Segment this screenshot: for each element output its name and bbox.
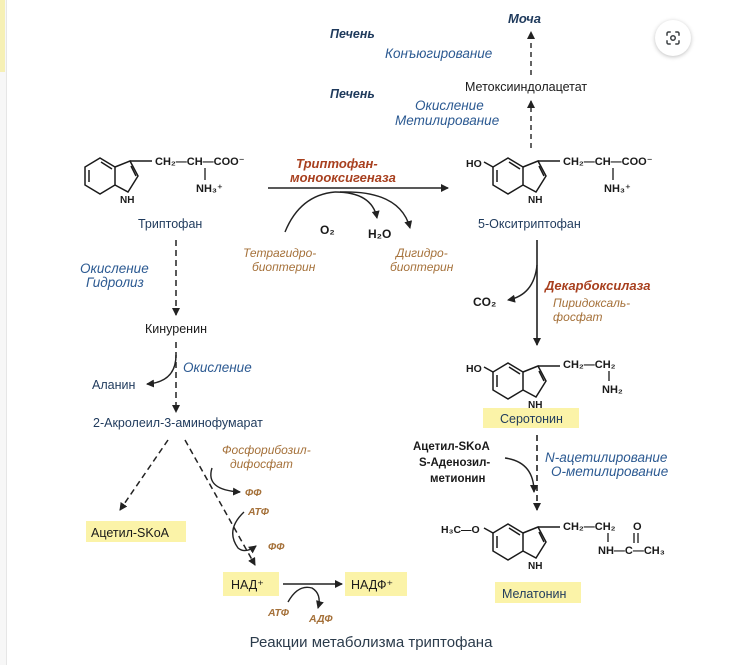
decarboxylase-enzyme: Декарбоксилаза bbox=[544, 278, 650, 293]
nad-dashed-arrow bbox=[184, 439, 256, 566]
acetyl-donor-line2: S-Аденозил- bbox=[419, 457, 490, 469]
hydroxylase-curve-right bbox=[334, 191, 380, 219]
serotonin-amine: NH₂ bbox=[602, 384, 623, 396]
melatonin-h3co: H₃C—O bbox=[441, 524, 480, 536]
melatonin-highlight bbox=[495, 582, 581, 603]
melatonin-o: O bbox=[633, 521, 642, 533]
methylation-top-label: Метилирование bbox=[395, 113, 499, 128]
melatonin-structure bbox=[483, 523, 560, 561]
ff-label-1: ФФ bbox=[245, 487, 262, 499]
left-edge-highlight bbox=[0, 0, 5, 72]
serotonin-ho: HO bbox=[466, 363, 482, 375]
atf-label-1: АТФ bbox=[247, 506, 270, 518]
liver-label-2: Печень bbox=[330, 87, 375, 101]
nad-label: НАД⁺ bbox=[231, 578, 264, 592]
hydroxytryptophan-name: 5-Окситриптофан bbox=[478, 217, 581, 231]
hydroxytryptophan-ho: HO bbox=[466, 158, 482, 170]
melatonin-amide: NH—C—CH₃ bbox=[598, 545, 665, 557]
ff-label-2: ФФ bbox=[268, 541, 285, 553]
melatonin-nh: NH bbox=[528, 561, 542, 572]
serotonin-structure bbox=[483, 362, 560, 400]
hydroxytryptophan-amine: NH₃⁺ bbox=[604, 183, 631, 195]
hydroxytryptophan-sidechain: CH₂—CH—COO⁻ bbox=[563, 156, 653, 168]
tetrahydro-line2: биоптерин bbox=[252, 260, 316, 274]
prpp-line1: Фосфорибозил- bbox=[222, 443, 311, 457]
melatonin-name: Мелатонин bbox=[502, 587, 566, 601]
hydroxytryptophan-nh: NH bbox=[528, 195, 542, 206]
tryptophan-nh: NH bbox=[120, 195, 134, 206]
co2-curve bbox=[507, 264, 538, 303]
acetyl-skoa-highlight bbox=[86, 521, 186, 542]
o2-label: O₂ bbox=[320, 223, 335, 237]
pyridoxal-line2: фосфат bbox=[553, 310, 603, 324]
pyridoxal-line1: Пиридоксаль- bbox=[553, 296, 630, 310]
tryptophan-structure bbox=[84, 157, 152, 195]
dihydro-line2: биоптерин bbox=[390, 260, 454, 274]
acetyl-dashed-arrow bbox=[119, 439, 169, 511]
serotonin-nh: NH bbox=[528, 400, 542, 411]
oxidation-top-label: Окисление bbox=[415, 98, 484, 113]
serotonin-highlight bbox=[483, 408, 579, 428]
atf-label-2: АТФ bbox=[267, 607, 290, 619]
serotonin-name: Серотонин bbox=[500, 412, 563, 426]
hydroxytryptophan-structure bbox=[483, 157, 560, 195]
oxidation-2-label: Окисление bbox=[183, 360, 252, 375]
prpp-curve bbox=[210, 467, 241, 496]
atf-curve bbox=[232, 511, 257, 554]
acetylation-process-line1: N-ацетилирование bbox=[545, 450, 667, 465]
hydroxylase-curve-far bbox=[339, 191, 413, 229]
kynurenine-hydrolysis: Гидролиз bbox=[86, 275, 144, 290]
diagram-caption: Реакции метаболизма триптофана bbox=[249, 634, 493, 651]
alanine-label: Аланин bbox=[92, 378, 135, 392]
lens-search-icon bbox=[666, 31, 680, 45]
lens-search-button[interactable] bbox=[655, 20, 691, 56]
liver-label-1: Печень bbox=[330, 27, 375, 41]
left-edge-bar bbox=[0, 0, 7, 665]
urine-label: Моча bbox=[508, 11, 541, 26]
acetyl-donor-line3: метионин bbox=[430, 473, 485, 485]
nad-highlight bbox=[223, 572, 279, 596]
acetyl-skoa-label: Ацетил-SKoA bbox=[91, 526, 170, 540]
h2o-label: H₂O bbox=[368, 227, 391, 241]
serotonin-sidechain: CH₂—CH₂ bbox=[563, 359, 616, 371]
nadp-highlight bbox=[345, 572, 407, 596]
acetylation-process-line2: O-метилирование bbox=[551, 464, 668, 479]
image-card bbox=[14, 0, 726, 665]
tryptophan-sidechain: CH₂—CH—COO⁻ bbox=[155, 156, 245, 168]
prpp-line2: дифосфат bbox=[230, 457, 293, 471]
kynurenine-oxidation: Окисление bbox=[80, 261, 149, 276]
melatonin-sidechain: CH₂—CH₂ bbox=[563, 521, 616, 533]
methoxyindole-label: Метоксииндолацетат bbox=[465, 80, 587, 94]
conjugation-label: Конъюгирование bbox=[385, 46, 492, 61]
tryptophan-amine: NH₃⁺ bbox=[196, 183, 223, 195]
dihydro-line1: Дигидро- bbox=[394, 246, 448, 260]
tetrahydro-line1: Тетрагидро- bbox=[243, 246, 316, 260]
enzyme-hydroxylase-line1: Триптофан- bbox=[296, 156, 378, 171]
acrolein-label: 2-Акролеил-3-аминофумарат bbox=[93, 416, 263, 430]
acetyl-donor-line1: Ацетил-SKoA bbox=[413, 441, 490, 453]
co2-label: CO₂ bbox=[473, 295, 496, 309]
alanine-curve bbox=[146, 354, 177, 388]
hydroxylase-curve-left bbox=[284, 191, 336, 233]
kynurenine-label: Кинуренин bbox=[145, 322, 207, 336]
tryptophan-name: Триптофан bbox=[138, 217, 202, 231]
nadp-label: НАДФ⁺ bbox=[351, 578, 393, 592]
enzyme-hydroxylase-line2: монооксигеназа bbox=[290, 170, 396, 185]
adf-label: АДФ bbox=[308, 613, 333, 625]
atf-adf-curve bbox=[287, 586, 324, 609]
acetylation-curve bbox=[504, 457, 538, 493]
